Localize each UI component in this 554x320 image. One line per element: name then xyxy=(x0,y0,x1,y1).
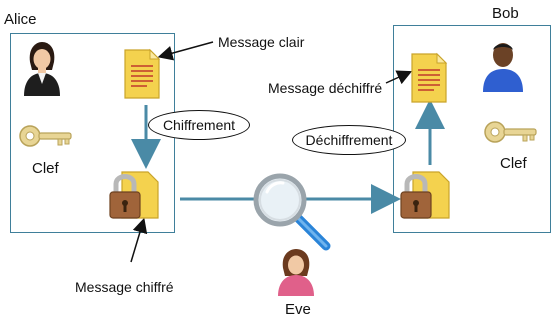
alice-name: Alice xyxy=(4,11,37,28)
alice-person-icon xyxy=(24,42,60,96)
encrypted-message-label: Message chiffré xyxy=(75,279,174,295)
bob-person-icon xyxy=(483,43,523,92)
decryption-ellipse: Déchiffrement xyxy=(292,125,406,155)
alice-document-icon xyxy=(124,48,161,99)
bob-name: Bob xyxy=(492,5,519,22)
plain-message-pointer xyxy=(157,41,214,61)
magnifier-icon xyxy=(253,173,331,251)
alice-key-icon xyxy=(19,125,72,147)
eve-name: Eve xyxy=(285,301,311,318)
eve-person-icon xyxy=(278,249,314,296)
bob-key-icon xyxy=(484,121,537,143)
alice-key-label: Clef xyxy=(32,160,59,177)
encryption-ellipse: Chiffrement xyxy=(148,110,250,140)
decrypted-message-label: Message déchiffré xyxy=(268,80,383,96)
encrypted-message-pointer xyxy=(130,217,148,263)
alice-padlock-icon xyxy=(109,171,159,219)
bob-key-label: Clef xyxy=(500,155,527,172)
bob-padlock-icon xyxy=(400,171,450,219)
decrypted-message-pointer xyxy=(385,70,413,85)
plain-message-label: Message clair xyxy=(218,34,305,50)
bob-document-icon xyxy=(411,52,448,103)
